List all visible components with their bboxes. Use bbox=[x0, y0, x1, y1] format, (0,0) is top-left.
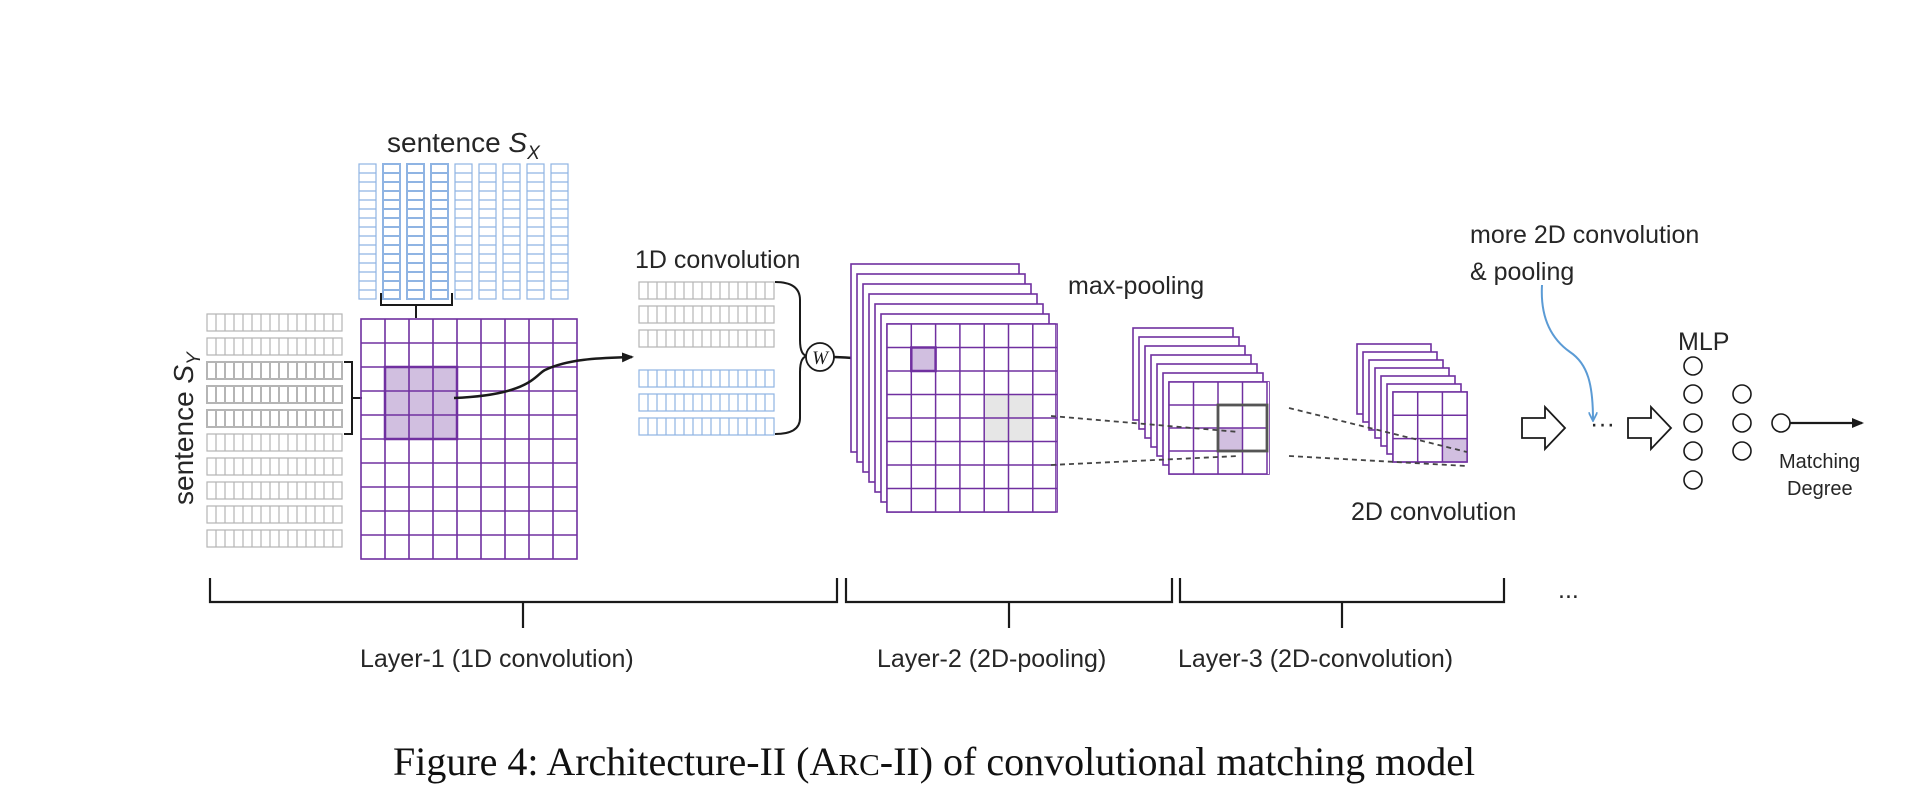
sentence-x-word-vector bbox=[430, 163, 449, 300]
mlp-hidden-node bbox=[1683, 441, 1703, 461]
sentence-y-word-vectors bbox=[206, 313, 343, 548]
conv1d-brace bbox=[774, 281, 809, 435]
sentence-x-word-vector bbox=[382, 163, 401, 300]
layer3-brace bbox=[1178, 578, 1506, 628]
mlp-label: MLP bbox=[1678, 328, 1729, 356]
conv1d-row bbox=[638, 329, 775, 348]
conv1d-row bbox=[638, 369, 775, 388]
mlp-nodes bbox=[1683, 356, 1791, 490]
mlp-hidden-node bbox=[1683, 356, 1703, 376]
pooling-projection-lines bbox=[1050, 407, 1468, 467]
layer2-label: Layer-2 (2D-pooling) bbox=[877, 645, 1106, 673]
layer1-label: Layer-1 (1D convolution) bbox=[360, 645, 634, 673]
mid-ellipsis: ··· bbox=[1590, 410, 1615, 438]
weight-node: W bbox=[805, 342, 835, 372]
layer3-conv-front-map bbox=[1392, 391, 1468, 463]
block-arrow-1 bbox=[1521, 404, 1567, 452]
conv1d-row bbox=[638, 393, 775, 412]
sentence-x-word-vector bbox=[454, 163, 473, 300]
sentence-x-word-vector bbox=[478, 163, 497, 300]
sentence-y-window-bracket bbox=[344, 361, 362, 435]
sentence-y-word-vector bbox=[206, 457, 343, 476]
conv-window bbox=[1216, 403, 1269, 453]
mlp-second-node bbox=[1732, 441, 1752, 461]
sentence-y-word-vector bbox=[206, 505, 343, 524]
highlighted-patch-border bbox=[383, 365, 459, 441]
conv1d-feature-rows bbox=[638, 281, 775, 436]
sentence-x-word-vector bbox=[358, 163, 377, 300]
pooled-cell bbox=[1218, 428, 1243, 451]
mlp-hidden-node bbox=[1683, 470, 1703, 490]
weight-label: W bbox=[812, 348, 830, 369]
layer1-interaction-grid bbox=[360, 318, 578, 560]
mlp-second-node bbox=[1732, 413, 1752, 433]
layer3-label: Layer-3 (2D-convolution) bbox=[1178, 645, 1453, 673]
sentence-x-label: sentence SX bbox=[387, 127, 541, 164]
layer3-pooled-map-stack bbox=[1132, 327, 1270, 475]
conv2d-label: 2D convolution bbox=[1351, 498, 1516, 526]
block-arrow-2 bbox=[1627, 404, 1673, 452]
more-conv-pointer-arrow bbox=[1540, 284, 1593, 420]
layer2-brace bbox=[844, 578, 1174, 628]
more-conv-label-line1: more 2D convolution bbox=[1470, 221, 1699, 249]
sentence-y-word-vector bbox=[206, 529, 343, 548]
sentence-y-word-vector bbox=[206, 481, 343, 500]
sentence-y-word-vector bbox=[206, 313, 343, 332]
sentence-y-word-vector bbox=[206, 337, 343, 356]
layer3-conv-map-stack bbox=[1356, 343, 1468, 463]
sentence-x-word-vector bbox=[406, 163, 425, 300]
sentence-y-label: sentence SY bbox=[168, 351, 205, 505]
mlp-output-node bbox=[1771, 413, 1791, 433]
patch-to-conv1d-arrow bbox=[453, 352, 634, 400]
right-ellipsis: ... bbox=[1558, 576, 1579, 604]
conv1d-label: 1D convolution bbox=[635, 246, 800, 274]
conv1d-row bbox=[638, 417, 775, 436]
mlp-second-node bbox=[1732, 384, 1752, 404]
sentence-x-word-vector bbox=[550, 163, 569, 300]
conv-output-cell bbox=[911, 347, 936, 371]
mlp-hidden-node bbox=[1683, 384, 1703, 404]
mlp-hidden-node bbox=[1683, 413, 1703, 433]
sentence-y-word-vector bbox=[206, 433, 343, 452]
layer1-brace bbox=[208, 578, 839, 628]
conv1d-row bbox=[638, 281, 775, 300]
sentence-y-word-vector bbox=[206, 361, 343, 380]
matching-degree-line2: Degree bbox=[1787, 478, 1853, 500]
conv1d-row bbox=[638, 305, 775, 324]
sentence-y-word-vector bbox=[206, 409, 343, 428]
figure-caption: Figure 4: Architecture-II (ARC-II) of co… bbox=[393, 739, 1475, 784]
layer2-feature-map-stack bbox=[850, 263, 1058, 513]
sentence-x-window-bracket bbox=[380, 293, 453, 318]
sentence-x-word-vector bbox=[526, 163, 545, 300]
sentence-y-word-vector bbox=[206, 385, 343, 404]
sentence-x-word-vector bbox=[502, 163, 521, 300]
matching-degree-line1: Matching bbox=[1779, 451, 1860, 473]
sentence-x-word-vectors bbox=[358, 163, 569, 300]
max-pooling-label: max-pooling bbox=[1068, 272, 1204, 300]
more-conv-label-line2: & pooling bbox=[1470, 258, 1574, 286]
conv2d-output-cell bbox=[1442, 438, 1468, 462]
highlighted-patch bbox=[385, 367, 457, 439]
